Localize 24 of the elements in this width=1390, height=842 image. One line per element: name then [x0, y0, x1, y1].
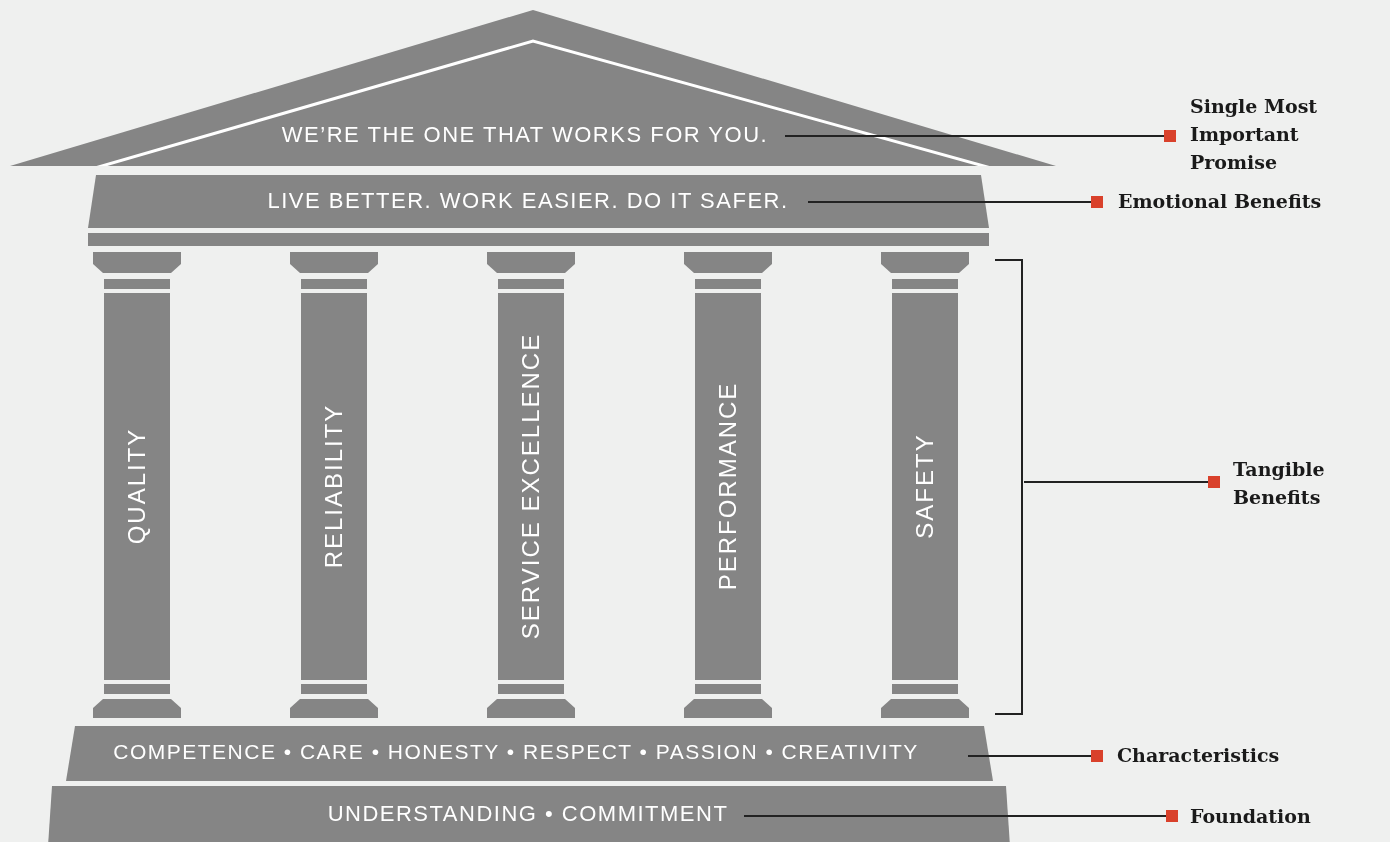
characteristics-band: [66, 726, 993, 781]
bracket: [994, 259, 1024, 715]
values-text: COMPETENCE • CARE • HONESTY • RESPECT • PASSION • CREATIVITY: [113, 740, 919, 764]
callout-label: Emotional Benefits: [1118, 187, 1388, 215]
leader-line: [743, 810, 1178, 822]
pediment: [10, 10, 1056, 166]
foundation-band: [48, 786, 1010, 842]
callout-label: Characteristics: [1117, 741, 1347, 769]
foundation-text: UNDERSTANDING • COMMITMENT: [327, 801, 729, 827]
pillar-label: SERVICE EXCELLENCE: [517, 332, 545, 640]
leader-line: [967, 750, 1103, 762]
leader-line: [784, 130, 1176, 142]
pillar-label: RELIABILITY: [320, 403, 348, 569]
pillar-label: SAFETY: [911, 433, 939, 539]
leader-line: [807, 196, 1103, 208]
pillar-label: QUALITY: [123, 427, 151, 545]
callout-label: Foundation: [1190, 802, 1370, 830]
leader-line: [1023, 476, 1220, 488]
benefit-text: LIVE BETTER. WORK EASIER. DO IT SAFER.: [267, 188, 789, 214]
pillar-label: PERFORMANCE: [714, 381, 742, 591]
slogan-text: WE’RE THE ONE THAT WORKS FOR YOU.: [281, 122, 769, 148]
entablature: [88, 175, 989, 228]
callout-label: Tangible Benefits: [1233, 455, 1363, 511]
callout-label: Single Most Important Promise: [1190, 92, 1370, 176]
